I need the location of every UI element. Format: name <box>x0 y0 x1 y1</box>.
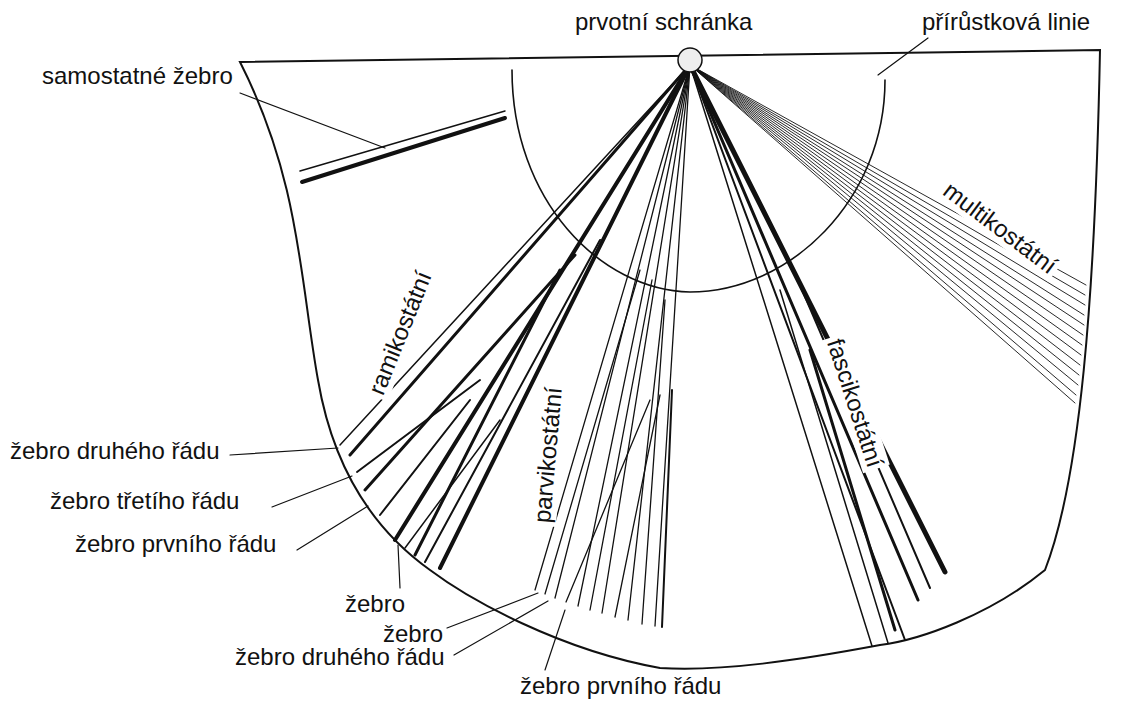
protegulum <box>678 48 702 72</box>
part-label: prvotní schránka <box>575 8 752 36</box>
part-label: žebro prvního řádu <box>75 530 276 558</box>
single-rib <box>300 111 505 182</box>
part-label: samostatné žebro <box>42 62 233 90</box>
parvicostate-ribs <box>535 65 690 627</box>
part-label: žebro druhého řádu <box>235 643 444 671</box>
shell-outline <box>240 50 1100 669</box>
part-label: žebro třetího řádu <box>50 487 239 515</box>
multicostate-ribs <box>690 65 1086 403</box>
part-label: žebro prvního řádu <box>520 672 721 700</box>
leader-lines <box>230 38 928 670</box>
part-label: žebro <box>345 590 405 618</box>
part-label: přírůstková linie <box>922 8 1090 36</box>
part-label: žebro druhého řádu <box>10 437 219 465</box>
